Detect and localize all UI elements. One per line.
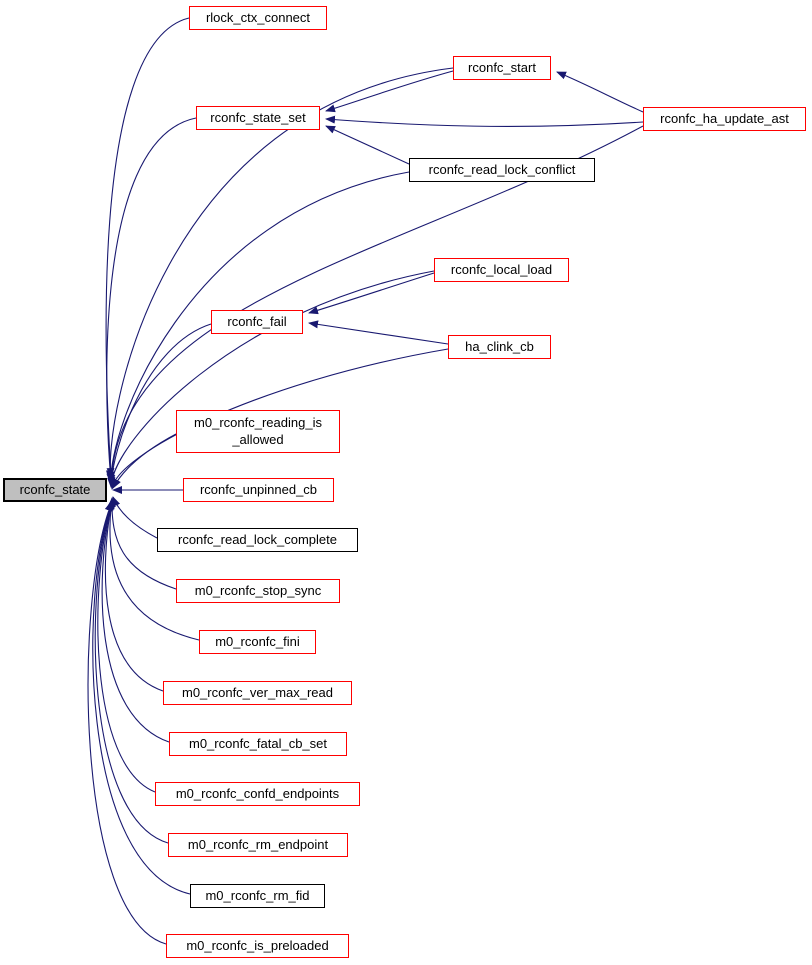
node-rconfc_state: rconfc_state xyxy=(3,478,107,502)
node-rconfc_unpinned_cb[interactable]: rconfc_unpinned_cb xyxy=(183,478,334,502)
node-rconfc_local_load[interactable]: rconfc_local_load xyxy=(434,258,569,282)
edge-m0_rconfc_confd_endpoints-to-rconfc_state xyxy=(97,500,156,793)
edge-m0_rconfc_rm_fid-to-rconfc_state xyxy=(92,501,191,895)
node-rconfc_state_set[interactable]: rconfc_state_set xyxy=(196,106,320,130)
edge-rconfc_read_lock_conflict-to-rconfc_state_set xyxy=(325,125,410,165)
edge-rconfc_local_load-to-rconfc_fail xyxy=(308,272,435,315)
node-rconfc_read_lock_complete[interactable]: rconfc_read_lock_complete xyxy=(157,528,358,552)
edge-rconfc_read_lock_complete-to-rconfc_state xyxy=(112,496,158,539)
edge-m0_rconfc_is_preloaded-to-rconfc_state xyxy=(87,501,167,945)
node-m0_rconfc_fini[interactable]: m0_rconfc_fini xyxy=(199,630,316,654)
edge-m0_rconfc_fatal_cb_set-to-rconfc_state xyxy=(101,499,170,743)
edge-rconfc_fail-to-rconfc_state xyxy=(107,323,212,488)
node-rconfc_ha_update_ast[interactable]: rconfc_ha_update_ast xyxy=(643,107,806,131)
edge-rconfc_ha_update_ast-to-rconfc_start xyxy=(556,71,644,113)
node-rconfc_read_lock_conflict[interactable]: rconfc_read_lock_conflict xyxy=(409,158,595,182)
edge-rconfc_start-to-rconfc_state xyxy=(105,67,454,480)
node-m0_rconfc_is_preloaded[interactable]: m0_rconfc_is_preloaded xyxy=(166,934,349,958)
node-rlock_ctx_connect[interactable]: rlock_ctx_connect xyxy=(189,6,327,30)
node-m0_rconfc_rm_endpoint[interactable]: m0_rconfc_rm_endpoint xyxy=(168,833,348,857)
edge-ha_clink_cb-to-rconfc_fail xyxy=(308,320,449,345)
node-ha_clink_cb[interactable]: ha_clink_cb xyxy=(448,335,551,359)
node-m0_rconfc_reading_is_allowed[interactable]: m0_rconfc_reading_is _allowed xyxy=(176,410,340,453)
node-m0_rconfc_rm_fid[interactable]: m0_rconfc_rm_fid xyxy=(190,884,325,908)
edge-rconfc_ha_update_ast-to-rconfc_state_set xyxy=(325,115,644,127)
edge-rlock_ctx_connect-to-rconfc_state xyxy=(105,17,190,478)
edge-rconfc_read_lock_conflict-to-rconfc_state xyxy=(106,171,410,484)
edge-rconfc_local_load-to-rconfc_state xyxy=(107,270,435,487)
edge-m0_rconfc_reading_is_allowed-to-rconfc_state xyxy=(112,433,177,489)
edge-m0_rconfc_fini-to-rconfc_state xyxy=(106,498,200,641)
node-m0_rconfc_ver_max_read[interactable]: m0_rconfc_ver_max_read xyxy=(163,681,352,705)
edge-rconfc_state_set-to-rconfc_state xyxy=(106,117,197,482)
edge-m0_rconfc_ver_max_read-to-rconfc_state xyxy=(104,499,164,692)
node-m0_rconfc_stop_sync[interactable]: m0_rconfc_stop_sync xyxy=(176,579,340,603)
edge-m0_rconfc_rm_endpoint-to-rconfc_state xyxy=(94,500,169,844)
node-m0_rconfc_confd_endpoints[interactable]: m0_rconfc_confd_endpoints xyxy=(155,782,360,806)
node-m0_rconfc_fatal_cb_set[interactable]: m0_rconfc_fatal_cb_set xyxy=(169,732,347,756)
node-rconfc_start[interactable]: rconfc_start xyxy=(453,56,551,80)
node-rconfc_fail[interactable]: rconfc_fail xyxy=(211,310,303,334)
edge-rconfc_start-to-rconfc_state_set xyxy=(325,70,454,113)
